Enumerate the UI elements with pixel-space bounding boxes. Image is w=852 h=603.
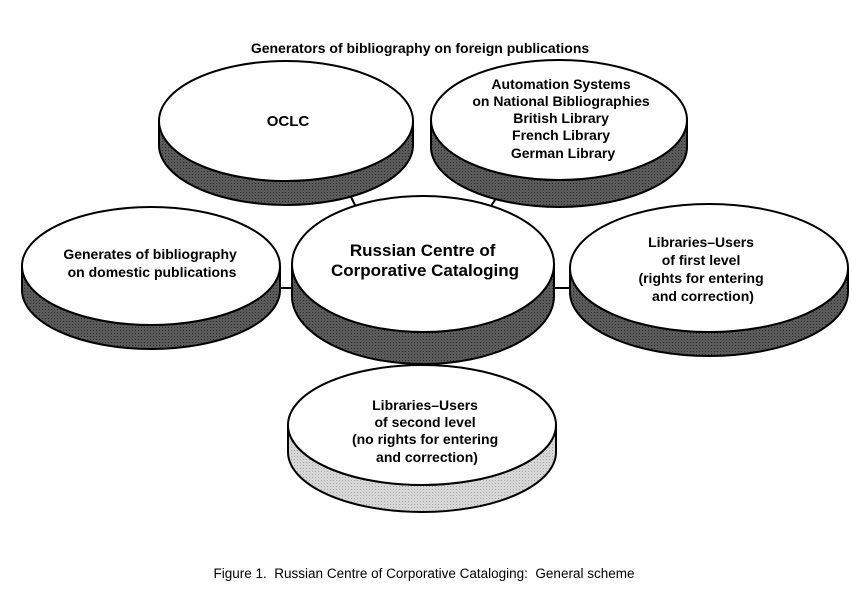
node-second-level: Libraries–Users of second level (no righ… xyxy=(287,364,557,513)
node-automation-top xyxy=(430,59,688,181)
node-center-label: Russian Centre of Corporative Cataloging xyxy=(331,241,519,280)
node-oclc-top xyxy=(158,60,414,182)
node-domestic: Generates of bibliography on domestic pu… xyxy=(21,206,281,350)
node-first-level-top xyxy=(569,203,849,333)
node-oclc: OCLC xyxy=(158,60,414,206)
node-domestic-label: Generates of bibliography on domestic pu… xyxy=(63,246,240,280)
diagram-header: Generators of bibliography on foreign pu… xyxy=(251,40,590,56)
node-automation: Automation Systems on National Bibliogra… xyxy=(430,59,688,208)
node-first-level-label: Libraries–Users of first level (rights f… xyxy=(638,234,767,304)
node-domestic-top xyxy=(21,206,281,326)
node-center-top xyxy=(291,195,555,333)
node-first-level: Libraries–Users of first level (rights f… xyxy=(569,203,849,357)
node-automation-label: Automation Systems on National Bibliogra… xyxy=(472,76,653,161)
node-second-level-top xyxy=(287,364,557,486)
node-center: Russian Centre of Corporative Cataloging xyxy=(291,195,555,365)
figure-caption: Figure 1. Russian Centre of Corporative … xyxy=(214,566,635,581)
node-oclc-label: OCLC xyxy=(267,113,310,130)
node-second-level-label: Libraries–Users of second level (no righ… xyxy=(352,397,502,465)
